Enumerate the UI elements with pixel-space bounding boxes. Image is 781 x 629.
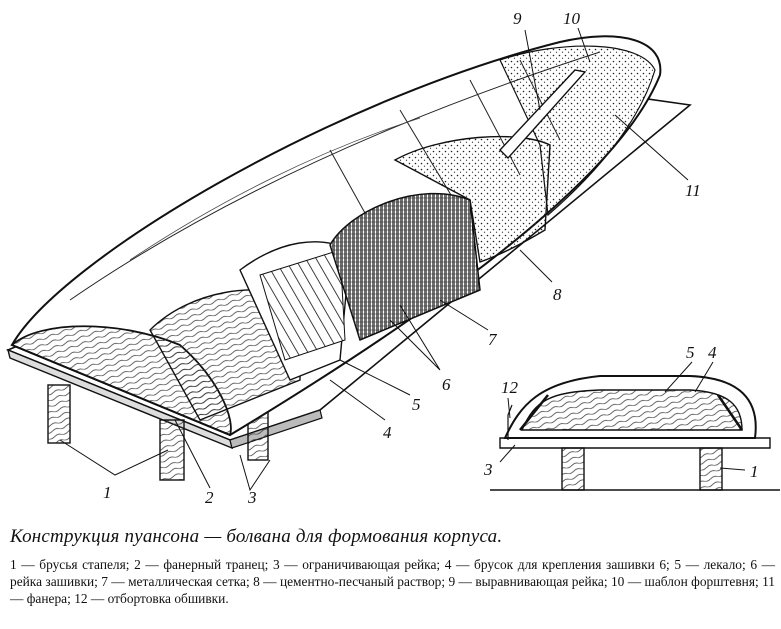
legend-item: 8 — цементно-песчаный раствор; xyxy=(253,574,449,590)
callout-11: 11 xyxy=(685,181,701,200)
legend-item: 9 — выравнивающая рейка; xyxy=(448,574,611,590)
caption-legend: 1 — брусья стапеля; 2 — фанерный транец;… xyxy=(10,556,775,608)
legend-item: 3 — ограничивающая рейка; xyxy=(272,557,445,572)
cutaway-frames xyxy=(149,192,481,421)
section-callout-12: 12 xyxy=(501,378,519,397)
legend-item: 1 — брусья стапеля; xyxy=(10,557,135,572)
section-callout-5: 5 xyxy=(686,343,695,362)
section-callout-1: 1 xyxy=(750,462,759,481)
callout-1: 1 xyxy=(103,483,112,502)
caption-title: Конструкция пуансона — болвана для формо… xyxy=(10,526,503,547)
legend-item: 7 — металлическая сетка; xyxy=(101,574,254,590)
section-callout-3: 3 xyxy=(483,460,493,479)
legend-item: 10 — шаблон форштевня; xyxy=(610,574,763,590)
callout-3: 3 xyxy=(247,488,257,507)
section-callout-4: 4 xyxy=(708,343,717,362)
legend-item: 6 — рейка зашивки; xyxy=(10,557,775,590)
cross-section-leaders xyxy=(499,361,746,471)
legend-item: 2 — фанерный транец; xyxy=(134,557,273,572)
legend-item: 5 — лекало; xyxy=(674,557,751,572)
legend-item: 4 — брусок для крепления зашивки 6; xyxy=(444,557,675,572)
callout-5: 5 xyxy=(412,395,421,414)
callout-7: 7 xyxy=(488,330,498,349)
plywood-bow-panel xyxy=(499,45,656,217)
hull-plug-diagram: 1 2 3 4 5 6 7 8 9 10 11 12 5 4 3 1 xyxy=(5,9,780,507)
levelling-batten xyxy=(499,69,587,160)
callout-8: 8 xyxy=(553,285,562,304)
callout-9: 9 xyxy=(513,9,522,28)
callout-2: 2 xyxy=(205,488,214,507)
leader-lines xyxy=(59,27,689,492)
callout-6: 6 xyxy=(442,375,451,394)
callout-4: 4 xyxy=(383,423,392,442)
cross-section xyxy=(490,375,780,491)
legend-item: 11 — фанера; xyxy=(10,574,775,607)
legend-item: 12 — отбортовка обшивки. xyxy=(74,591,229,607)
callout-10: 10 xyxy=(563,9,581,28)
